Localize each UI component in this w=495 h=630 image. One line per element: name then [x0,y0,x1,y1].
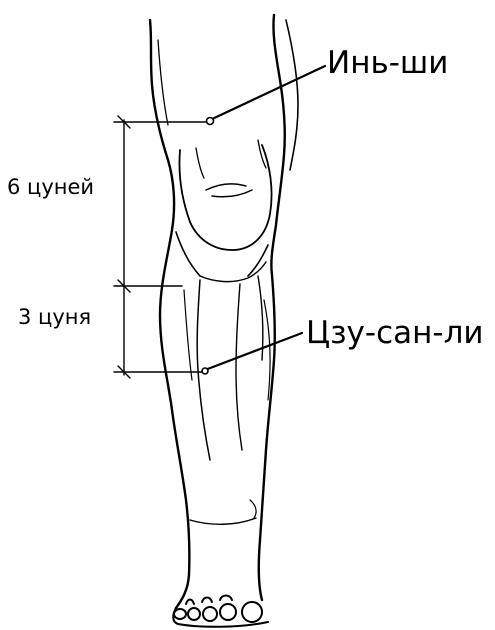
kneecap-inner [206,184,252,197]
ankle-bone [250,500,256,518]
ankle-line [190,518,256,524]
knee-joint-left [176,232,200,276]
leg-outline-left [150,20,189,608]
knee-fold-1 [196,148,204,178]
acupoint-label-upper: Инь-ши [327,48,448,79]
toes [174,596,262,623]
shin-line-2 [236,284,242,450]
calf-line [264,300,270,400]
thigh-line-left [158,40,168,125]
leader-line-lower [205,333,302,370]
acupoint-label-lower: Цзу-сан-ли [306,318,484,349]
acupoint-marker-lower [202,368,208,374]
leg-outline-right [259,15,285,600]
dimension-label-upper: 6 цуней [7,177,94,198]
dimension-label-lower: 3 цуня [18,307,91,328]
acupoint-marker-upper [207,118,214,125]
kneecap [179,145,271,250]
shin-line-4 [184,290,192,380]
leg-contour-right [286,20,298,170]
leader-line-upper [210,66,325,120]
